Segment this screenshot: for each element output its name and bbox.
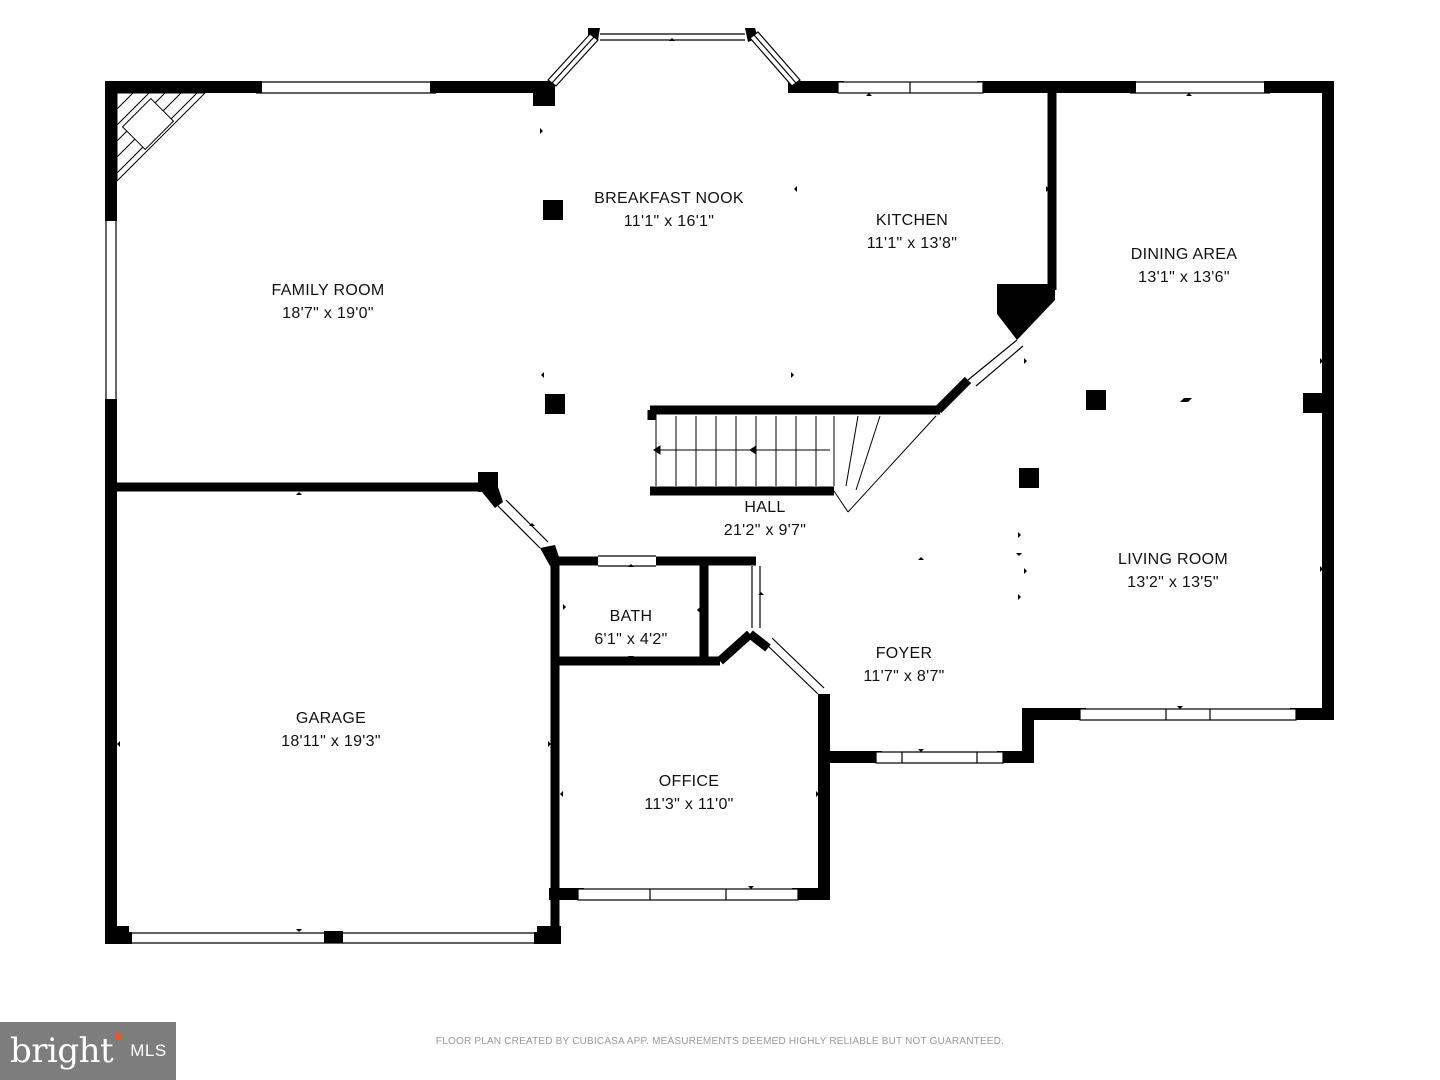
room-dims-family-room: 18'7" x 19'0"	[282, 305, 374, 322]
room-name-office: OFFICE	[659, 773, 719, 790]
staircase	[653, 415, 937, 513]
room-dims-living-room: 13'2" x 13'5"	[1127, 574, 1219, 591]
logo-accent-dot	[115, 1032, 123, 1040]
room-name-kitchen: KITCHEN	[876, 212, 948, 229]
dimension-ticks	[117, 38, 1323, 932]
room-name-bath: BATH	[610, 608, 653, 625]
room-dims-breakfast-nook: 11'1" x 16'1"	[624, 213, 714, 230]
room-labels: FAMILY ROOM 18'7" x 19'0" BREAKFAST NOOK…	[272, 190, 1237, 813]
room-name-hall: HALL	[744, 499, 785, 516]
logo-brand-text: bright	[10, 1031, 114, 1071]
windows	[105, 31, 1297, 944]
room-dims-bath: 6'1" x 4'2"	[594, 631, 667, 648]
room-name-garage: GARAGE	[296, 710, 366, 727]
room-dims-hall: 21'2" x 9'7"	[724, 522, 806, 539]
bright-mls-logo: bright MLS	[0, 1022, 176, 1080]
room-name-breakfast-nook: BREAKFAST NOOK	[594, 190, 744, 207]
room-dims-dining-area: 13'1" x 13'6"	[1138, 269, 1230, 286]
interior-walls	[111, 90, 1057, 938]
room-name-family-room: FAMILY ROOM	[272, 282, 385, 299]
room-name-living-room: LIVING ROOM	[1118, 551, 1228, 568]
room-name-dining-area: DINING AREA	[1131, 246, 1237, 263]
room-dims-office: 11'3" x 11'0"	[644, 796, 733, 813]
room-name-foyer: FOYER	[876, 645, 933, 662]
wall-blocks	[105, 28, 1329, 943]
room-dims-foyer: 11'7" x 8'7"	[863, 668, 944, 685]
room-dims-garage: 18'11" x 19'3"	[281, 733, 381, 750]
fireplace	[116, 92, 207, 183]
logo-mls-text: MLS	[130, 1041, 167, 1060]
floor-plan-disclaimer: FLOOR PLAN CREATED BY CUBICASA APP. MEAS…	[435, 1036, 1005, 1047]
room-dims-kitchen: 11'1" x 13'8"	[867, 235, 957, 252]
